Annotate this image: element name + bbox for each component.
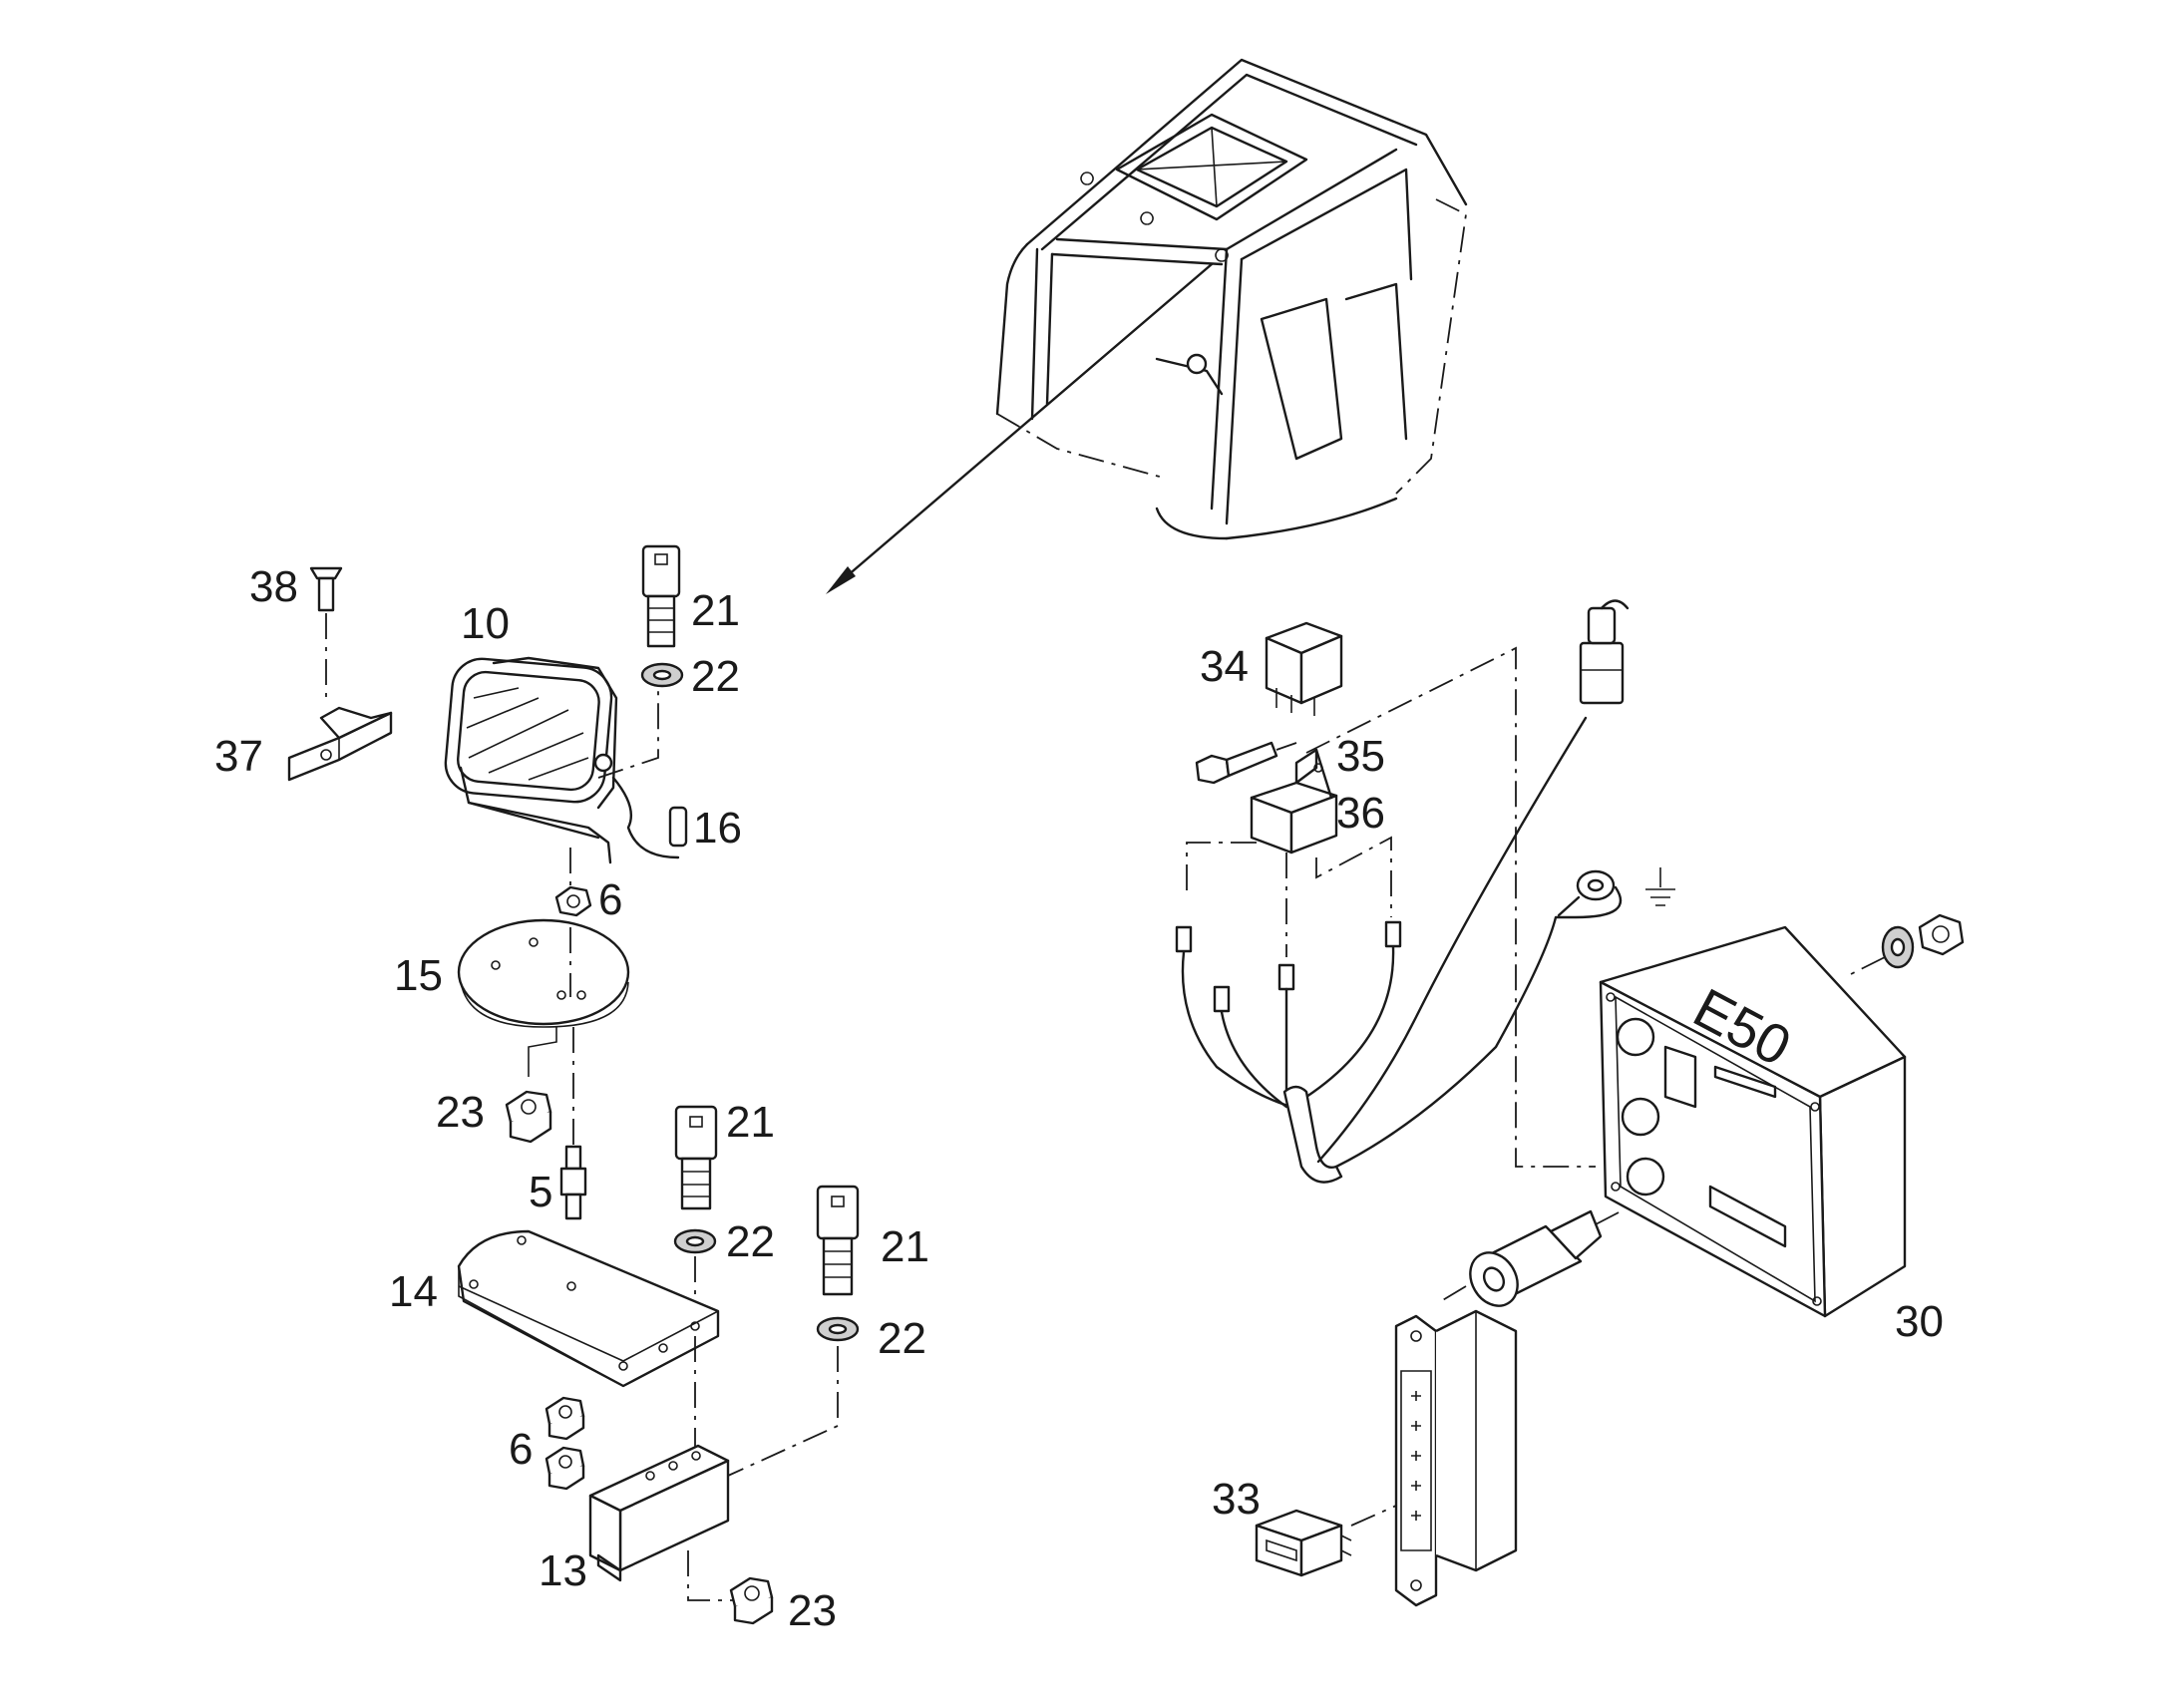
- cab-illustration: [826, 58, 1468, 594]
- wiring-harness: [1175, 599, 1630, 1184]
- callout-38: 38: [249, 562, 298, 611]
- callout-23-upper: 23: [436, 1088, 485, 1137]
- callout-34: 34: [1200, 642, 1249, 691]
- ground-icon: [1645, 867, 1675, 906]
- callout-22-middle: 22: [726, 1217, 775, 1266]
- spacer-sleeve: [1440, 1209, 1622, 1307]
- nut-6-top: [554, 848, 592, 917]
- box-washer-nut: [1844, 913, 1965, 978]
- bolt-21-right: [816, 1185, 860, 1296]
- relay-socket-35-36: [1250, 748, 1338, 854]
- routing-line-a: [1305, 646, 1596, 1168]
- routing-line-d: [1315, 836, 1392, 917]
- callout-16: 16: [693, 804, 742, 853]
- stud-5: [559, 1027, 587, 1220]
- nut-6-lower-a: [545, 1396, 585, 1441]
- callout-37: 37: [214, 732, 263, 781]
- callout-6-top: 6: [598, 875, 622, 924]
- callout-21-right: 21: [881, 1222, 929, 1271]
- callout-21-middle: 21: [726, 1098, 775, 1147]
- routing-line-b: [1186, 842, 1257, 897]
- relay-bolt: [1195, 741, 1297, 785]
- callout-15: 15: [394, 951, 443, 1000]
- nut-23-lower: [729, 1576, 774, 1625]
- callout-labels: 38 10 21 22 37 16 6 15 23 21 5 22 21 14 …: [214, 562, 1944, 1635]
- callout-13: 13: [539, 1546, 587, 1595]
- callout-36: 36: [1336, 789, 1385, 838]
- callout-35: 35: [1336, 732, 1385, 781]
- callout-5: 5: [529, 1168, 552, 1216]
- relay-34: [1265, 621, 1343, 716]
- callout-22-right: 22: [878, 1314, 926, 1363]
- washer-22-top: [640, 662, 684, 688]
- callout-21-top: 21: [691, 586, 740, 635]
- washer-22-right: [727, 1316, 860, 1477]
- mounting-plate-14: [457, 1229, 720, 1466]
- fuse-holder: [1394, 1309, 1518, 1607]
- callout-23-lower: 23: [788, 1586, 837, 1635]
- callout-33: 33: [1212, 1475, 1261, 1524]
- round-plate-15: [457, 918, 630, 1077]
- callout-22-top: 22: [691, 652, 740, 701]
- bracket-block-37: [287, 706, 393, 782]
- junction-box-30: E50: [1599, 925, 1907, 1318]
- callout-10: 10: [461, 599, 510, 648]
- bolt-21-top: [641, 544, 681, 648]
- callout-6-lower: 6: [509, 1425, 533, 1474]
- nut-6-lower-b: [545, 1446, 585, 1491]
- work-lamp-10: [444, 656, 618, 864]
- screw-38: [309, 566, 343, 698]
- lamp-cable-16: [597, 688, 688, 859]
- u-bracket-13: [588, 1444, 738, 1601]
- bolt-21-middle: [674, 1105, 718, 1210]
- nut-23-upper: [505, 1090, 552, 1144]
- fuse-33: [1255, 1505, 1397, 1577]
- callout-30: 30: [1895, 1297, 1944, 1346]
- callout-14: 14: [389, 1267, 438, 1316]
